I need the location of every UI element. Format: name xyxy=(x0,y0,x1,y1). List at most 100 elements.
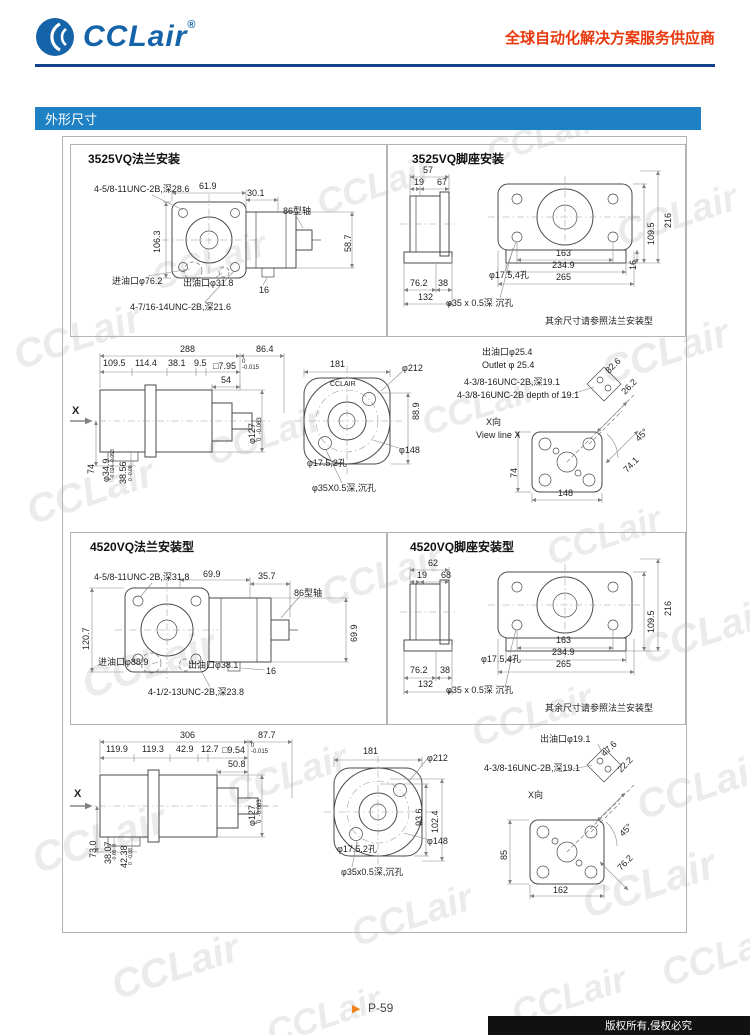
dimension-label: X xyxy=(72,405,80,417)
dimension-label: X向 xyxy=(486,417,502,427)
dimension-label: 114.4 xyxy=(135,358,157,368)
drawing-3525vq-front-view xyxy=(294,366,411,484)
drawing-3525vq-foot xyxy=(400,170,661,307)
panel-box-4520-foot xyxy=(387,532,686,725)
dimension-label: φ17.5,2孔 xyxy=(337,844,377,854)
dimension-label: 86型轴 xyxy=(294,588,323,598)
page-header: CCLair ® 全球自动化解决方案服务供应商 xyxy=(35,12,715,62)
dimension-label: 102.4 xyxy=(430,810,440,833)
dimension-label: 出油口φ25.4 xyxy=(482,347,533,357)
dimension-label: φ17.5,4孔 xyxy=(489,270,529,280)
dimension-label: 出油口φ19.1 xyxy=(540,734,591,744)
dimension-label: 4-3/8-16UNC-2B depth of 19.1 xyxy=(457,390,580,400)
registered-mark: ® xyxy=(187,19,196,31)
drawing-3525vq-flange xyxy=(147,190,355,303)
dimension-label: φ35X0.5深,沉孔 xyxy=(312,483,376,493)
dimension-label: CCLAIR xyxy=(330,381,356,388)
dimension-label: □7.95 xyxy=(213,361,236,371)
dimension-label: 35.7 xyxy=(258,571,276,581)
dimension-label: 86型轴 xyxy=(283,206,312,216)
dimension-label: 4-5/8-11UNC-2B,深28.6 xyxy=(94,184,190,194)
drawing-4520vq-front-view xyxy=(324,756,445,868)
dimension-label: 181 xyxy=(363,746,379,756)
dimension-label: 9.5 xyxy=(194,358,207,368)
dimension-label: 16 xyxy=(259,285,270,295)
dimension-label: 181 xyxy=(330,359,346,369)
panel-title-4520-foot: 4520VQ脚座安装型 xyxy=(410,540,515,554)
copyright-text: 版权所有,侵权必究 xyxy=(605,1020,692,1032)
dimension-label: 出油口φ31.8 xyxy=(183,278,234,288)
dimension-label: φ17.5,2孔 xyxy=(307,458,347,468)
dimension-label: 4-3/8-16UNC-2B,深19.1 xyxy=(464,377,561,387)
dimension-label: -0.05 0 xyxy=(112,844,118,861)
dimension-label: 234.9 xyxy=(552,260,575,270)
panel-box-3525-foot xyxy=(387,144,686,337)
dimension-label: 38 xyxy=(440,665,451,675)
dimension-label: 45° xyxy=(617,821,634,839)
dimension-label: 0 -0.063 xyxy=(257,799,263,823)
dimension-label: φ35x0.5深,沉孔 xyxy=(341,867,404,877)
drawing-4520vq-x-view xyxy=(507,743,635,899)
drawing-3525vq-x-view xyxy=(515,366,639,503)
dimension-label: 62 xyxy=(428,558,439,568)
brand-logo-icon xyxy=(36,18,74,56)
dimension-label: 69.9 xyxy=(203,569,221,579)
dimension-label: 4-3/8-16UNC-2B,深19.1 xyxy=(484,763,581,773)
drawing-4520vq-side-view xyxy=(70,739,293,857)
section-title: 外形尺寸 xyxy=(45,112,98,127)
dimension-label: φ212 xyxy=(427,753,448,763)
dimension-label: 47.6 xyxy=(599,738,619,759)
dimension-label: 85 xyxy=(499,849,509,860)
dimension-label: φ35 x 0.5深 沉孔 xyxy=(446,298,514,308)
dimension-label: 0 -0.08 xyxy=(128,848,134,865)
dimension-label: 163 xyxy=(556,248,572,258)
dimension-label: 87.7 xyxy=(258,730,276,740)
dimension-label: 30.1 xyxy=(247,188,265,198)
dimension-label: 进油口φ76.2 xyxy=(112,276,163,286)
drawings-outer-box xyxy=(62,136,687,933)
dimension-label: 0 -0.015 xyxy=(251,743,269,756)
dimension-label: 109.5 xyxy=(103,358,126,368)
dimension-label: 76.2 xyxy=(615,852,635,873)
dimension-label: 288 xyxy=(180,344,196,354)
panel-title-4520-flange: 4520VQ法兰安装型 xyxy=(90,540,195,554)
dimension-label: φ212 xyxy=(402,363,423,373)
dimension-label: 76.2 xyxy=(410,665,428,675)
dimension-label: 出油口φ38.1 xyxy=(188,660,239,670)
dimension-label: 76.2 xyxy=(410,278,428,288)
dimension-label: 4-7/16-14UNC-2B,深21.6 xyxy=(130,302,232,312)
dimension-label: 119.3 xyxy=(142,744,164,754)
copyright-bar: 版权所有,侵权必究 xyxy=(488,1016,750,1035)
dimension-label: 68 xyxy=(441,570,452,580)
panel-box-4520-flange xyxy=(70,532,387,725)
dimension-label: 93.6 xyxy=(414,808,424,826)
dimension-label: 0 -0.015 xyxy=(242,359,260,372)
dimension-label: φ17.5,4孔 xyxy=(481,654,521,664)
dimension-label: 4-1/2-13UNC-2B,深23.8 xyxy=(148,687,245,697)
dimension-label: 50.8 xyxy=(228,759,246,769)
dimension-label: 19 xyxy=(417,570,428,580)
panel-title-3525-flange: 3525VQ法兰安装 xyxy=(88,152,181,166)
dimension-label: 其余尺寸请参照法兰安装型 xyxy=(545,703,654,713)
header-divider xyxy=(35,64,715,67)
dimension-label: φ35 x 0.5深 沉孔 xyxy=(446,685,514,695)
dimension-label: 38 xyxy=(438,278,449,288)
dimension-label: 132 xyxy=(418,292,434,302)
dimension-label: 234.9 xyxy=(552,647,575,657)
panel-title-3525-foot: 3525VQ脚座安装 xyxy=(412,152,505,166)
dimension-label: 其余尺寸请参照法兰安装型 xyxy=(545,316,654,326)
dimension-label: 19 xyxy=(414,177,425,187)
brand-name: CCLair xyxy=(83,20,188,53)
panel-box-3525-flange xyxy=(70,144,387,337)
dimension-label: 265 xyxy=(556,272,572,282)
dimension-label: 54 xyxy=(221,375,232,385)
dimension-label: 16 xyxy=(266,666,277,676)
dimension-label: X向 xyxy=(528,790,544,800)
dimension-label: X xyxy=(74,788,82,800)
drawing-4520vq-flange xyxy=(89,577,349,688)
